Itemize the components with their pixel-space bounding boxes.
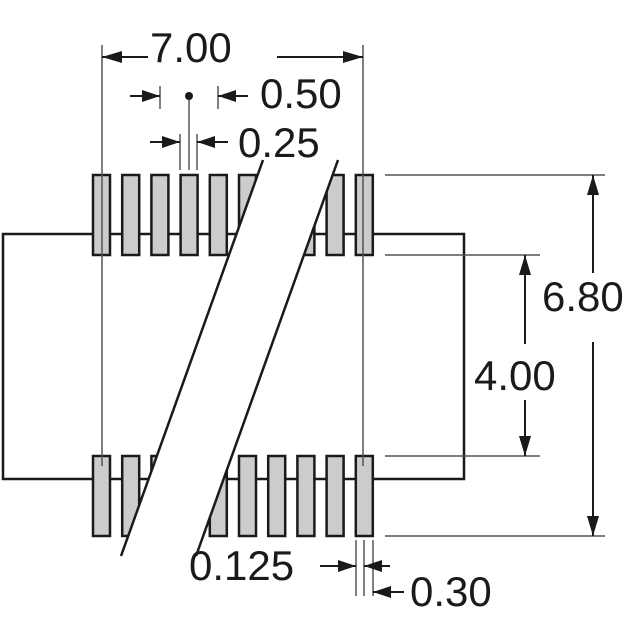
height-arrow-top bbox=[587, 175, 599, 195]
top-lead-3 bbox=[150, 173, 170, 257]
lead-width-arrow-right bbox=[197, 136, 215, 148]
bottom-lead-10 bbox=[354, 454, 375, 538]
offset-arrow-right bbox=[364, 560, 382, 572]
top-lead-10 bbox=[354, 173, 375, 257]
offset-arrow bbox=[338, 560, 356, 572]
overall-width-label: 7.00 bbox=[150, 24, 232, 71]
bottom-lead-8 bbox=[296, 454, 316, 538]
pitch-arrow-right bbox=[218, 90, 236, 102]
lead-width-label: 0.25 bbox=[238, 119, 320, 166]
bottom-lead-7 bbox=[266, 454, 287, 538]
body-height-label: 4.00 bbox=[474, 352, 556, 399]
bottom-lead-9 bbox=[325, 454, 345, 538]
top-lead-5 bbox=[208, 173, 229, 257]
overall-height-label: 6.80 bbox=[542, 273, 624, 320]
pitch-center-dot bbox=[185, 92, 193, 100]
body-arrow-top bbox=[519, 255, 531, 275]
package-body bbox=[1, 232, 466, 481]
bottom-lead-1 bbox=[91, 454, 112, 538]
top-lead-4 bbox=[179, 173, 199, 257]
break-line-right bbox=[194, 159, 340, 557]
lead-width-arrow-left bbox=[162, 136, 180, 148]
top-lead-9 bbox=[325, 173, 345, 257]
height-arrow-bottom bbox=[587, 516, 599, 536]
width-arrow-left bbox=[102, 51, 122, 63]
lead-thickness-label: 0.30 bbox=[410, 568, 492, 615]
break-band bbox=[121, 160, 338, 556]
break-line-left bbox=[119, 159, 265, 557]
lead-offset-label: 0.125 bbox=[189, 542, 294, 589]
top-lead-2 bbox=[120, 173, 141, 257]
pitch-label: 0.50 bbox=[260, 70, 342, 117]
body-arrow-bottom bbox=[519, 436, 531, 456]
bottom-lead-6 bbox=[237, 454, 258, 538]
width-arrow-right bbox=[343, 51, 363, 63]
pitch-arrow-left bbox=[142, 90, 160, 102]
